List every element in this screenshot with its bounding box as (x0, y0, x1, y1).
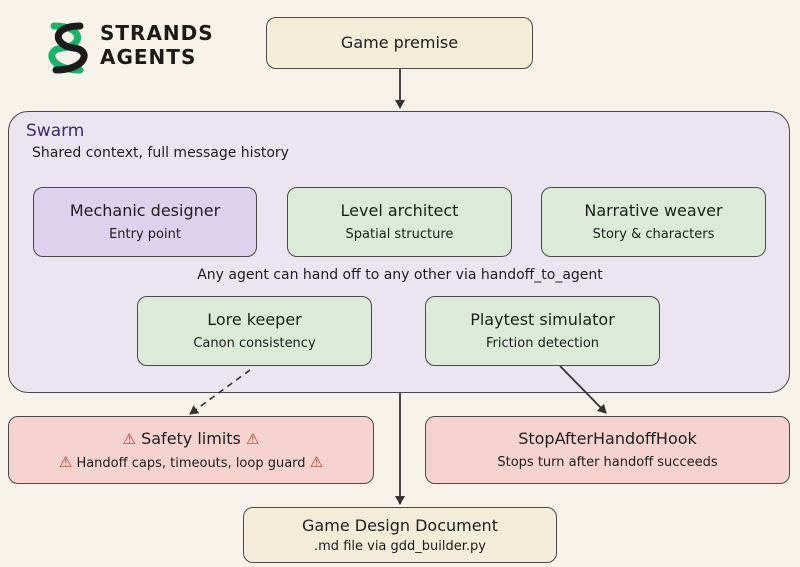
game-design-document-node: Game Design Document .md file via gdd_bu… (243, 507, 557, 563)
edge-playtest-to-stophook (559, 365, 607, 414)
gdd-title: Game Design Document (302, 515, 498, 535)
narrative-weaver-node: Narrative weaver Story & characters (541, 187, 766, 257)
warning-icon: ⚠ (122, 429, 136, 448)
playtest-simulator-subtitle: Friction detection (485, 336, 600, 351)
playtest-simulator-title: Playtest simulator (470, 310, 615, 329)
mechanic-designer-subtitle: Entry point (109, 227, 181, 242)
logo-line-1: STRANDS (100, 21, 214, 45)
narrative-weaver-title: Narrative weaver (584, 201, 723, 220)
warning-icon: ⚠ (309, 452, 324, 471)
safety-limits-subtitle: Handoff caps, timeouts, loop guard (76, 455, 306, 471)
level-architect-subtitle: Spatial structure (345, 227, 454, 242)
gdd-subtitle: .md file via gdd_builder.py (314, 538, 486, 554)
edge-lore-to-safety (189, 369, 251, 415)
safety-limits-subtitle-row: ⚠ Handoff caps, timeouts, loop guard ⚠ (59, 453, 323, 473)
warning-icon: ⚠ (58, 452, 73, 471)
level-architect-node: Level architect Spatial structure (287, 187, 512, 257)
strands-agents-logo (44, 18, 224, 78)
narrative-weaver-subtitle: Story & characters (592, 227, 715, 242)
level-architect-title: Level architect (340, 201, 459, 220)
lore-keeper-title: Lore keeper (207, 310, 302, 329)
strands-logo-icon (48, 22, 88, 74)
mechanic-designer-node: Mechanic designer Entry point (33, 187, 257, 257)
stop-hook-subtitle: Stops turn after handoff succeeds (497, 455, 718, 470)
safety-limits-node: ⚠ Safety limits ⚠ ⚠ Handoff caps, timeou… (8, 416, 374, 484)
lore-keeper-node: Lore keeper Canon consistency (137, 296, 372, 366)
stop-after-handoff-hook-node: StopAfterHandoffHook Stops turn after ha… (425, 416, 790, 484)
warning-icon: ⚠ (245, 429, 260, 448)
swarm-subtitle: Shared context, full message history (32, 145, 289, 161)
safety-limits-title: Safety limits (141, 428, 241, 448)
lore-keeper-subtitle: Canon consistency (193, 336, 316, 351)
handoff-note: Any agent can hand off to any other via … (197, 267, 603, 283)
safety-limits-title-row: ⚠ Safety limits ⚠ (123, 428, 260, 450)
game-premise-title: Game premise (340, 33, 459, 52)
playtest-simulator-node: Playtest simulator Friction detection (425, 296, 660, 366)
logo-wordmark: STRANDS AGENTS (100, 21, 214, 69)
game-premise-node: Game premise (266, 17, 533, 69)
stop-hook-title: StopAfterHandoffHook (518, 429, 697, 448)
logo-line-2: AGENTS (100, 45, 197, 69)
swarm-title: Swarm (26, 121, 85, 141)
mechanic-designer-title: Mechanic designer (69, 201, 221, 220)
